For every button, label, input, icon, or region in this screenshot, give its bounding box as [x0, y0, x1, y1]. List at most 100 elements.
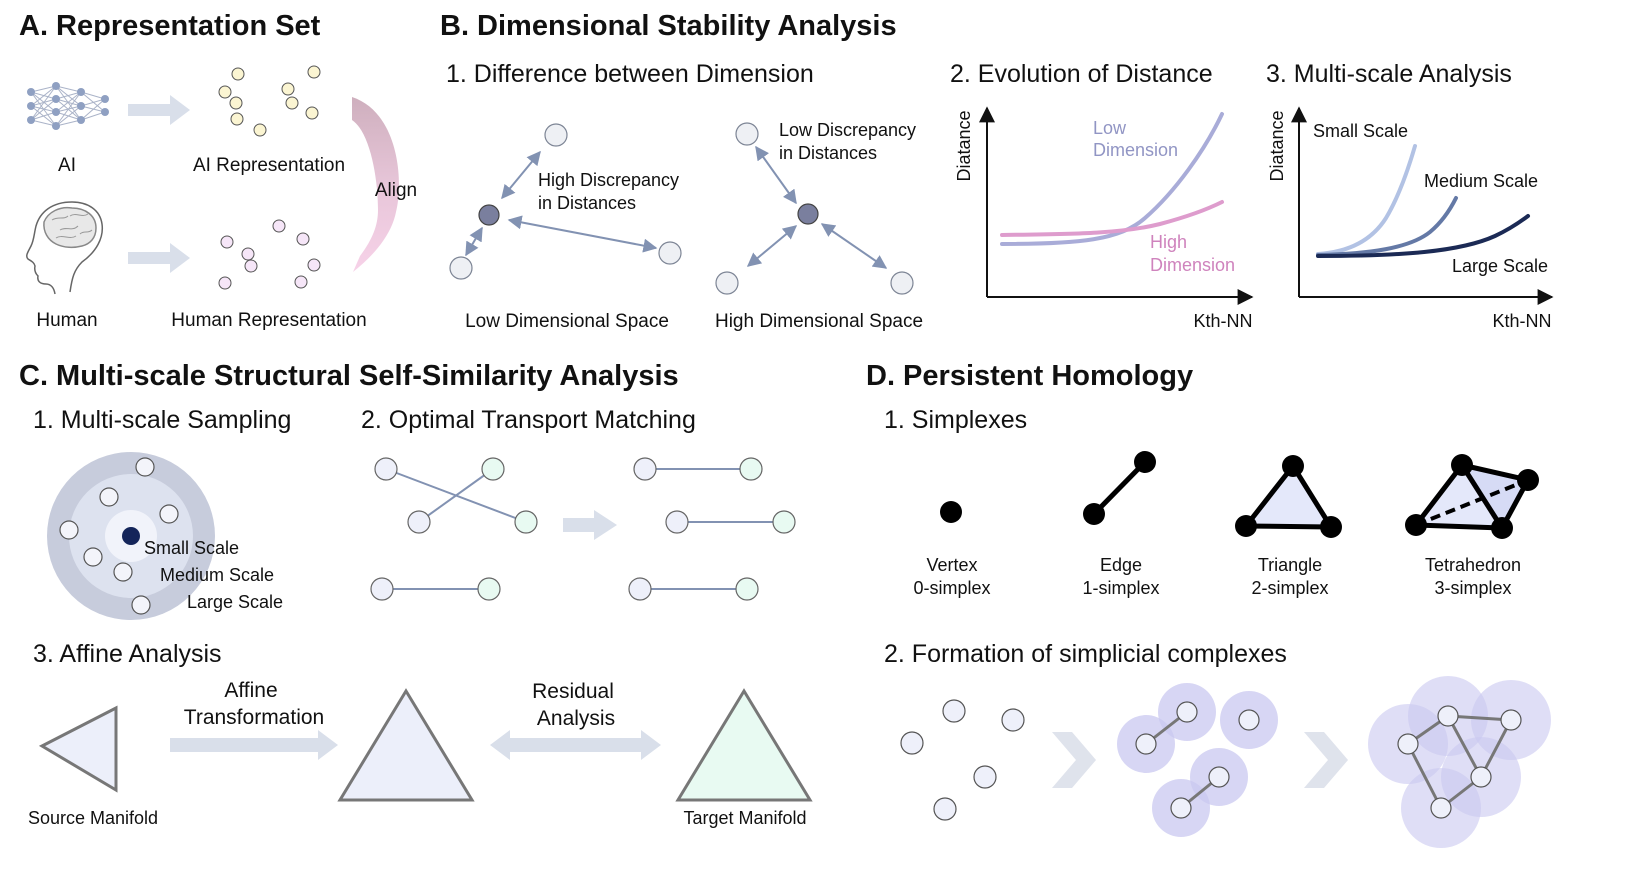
label-tetrahedron: Tetrahedron [1425, 555, 1521, 575]
label-small-scale-b: Small Scale [1313, 121, 1408, 141]
high-dim-space-diagram [715, 122, 914, 295]
nn-node [52, 122, 60, 130]
label-source-manifold: Source Manifold [28, 808, 158, 828]
axis-xlabel-evolution: Kth-NN [1193, 311, 1252, 331]
label-medium-scale-b: Medium Scale [1424, 171, 1538, 191]
optimal-transport-after [640, 468, 784, 590]
sample-point [59, 520, 79, 540]
ai-representation-points [218, 65, 321, 137]
label-ai-representation: AI Representation [193, 155, 345, 176]
ph-point [942, 699, 966, 723]
human-representation-points [218, 219, 321, 290]
axis-xlabel-multiscale: Kth-NN [1492, 311, 1551, 331]
label-small-scale-c: Small Scale [144, 538, 239, 558]
ot-node [739, 457, 763, 481]
d-sub1-title: 1. Simplexes [884, 406, 1028, 434]
ot-node [370, 577, 394, 601]
label-low-discrepancy-1: Low Discrepancy [779, 120, 916, 140]
ph-point [1176, 701, 1198, 723]
label-high-dimension-2: Dimension [1150, 255, 1235, 275]
ph-point [1001, 708, 1025, 732]
ai-point [253, 123, 267, 137]
label-large-scale-c: Large Scale [187, 592, 283, 612]
low-dim-space-diagram [449, 123, 682, 280]
ph-point [900, 731, 924, 755]
human-point [307, 258, 321, 272]
label-high-dim-space: High Dimensional Space [715, 311, 923, 332]
label-low-dim-space: Low Dimensional Space [465, 311, 669, 332]
block-arrow-ai [128, 95, 190, 125]
label-triangle: Triangle [1258, 555, 1322, 575]
axis-ylabel-multiscale: Diatance [1267, 110, 1287, 181]
vertex-simplex [940, 501, 962, 523]
block-arrow-ot [563, 510, 617, 540]
ot-node [514, 510, 538, 534]
ai-point [307, 65, 321, 79]
multi-scale-sampling-diagram [47, 452, 215, 620]
complex-stage-balls-large [1368, 676, 1551, 848]
ot-after-nodes [628, 457, 796, 601]
ph-point [1470, 766, 1492, 788]
ai-point [231, 67, 245, 81]
label-vertex-order: 0-simplex [913, 578, 990, 598]
label-high-dimension-1: High [1150, 232, 1187, 252]
block-arrow-residual [490, 730, 661, 760]
optimal-transport-before [382, 468, 527, 590]
human-point [244, 259, 258, 273]
sample-point [159, 504, 179, 524]
chevron-icon-1 [1052, 732, 1096, 788]
ai-point [285, 96, 299, 110]
sample-point [113, 562, 133, 582]
ph-point [1238, 709, 1260, 731]
label-target-manifold: Target Manifold [683, 808, 806, 828]
label-low-dimension-1: Low [1093, 118, 1127, 138]
ph-point [1170, 797, 1192, 819]
b-sub2-title: 2. Evolution of Distance [950, 60, 1213, 88]
axis-ylabel-evolution: Diatance [954, 110, 974, 181]
human-head-icon [26, 201, 104, 295]
b-sub3-title: 3. Multi-scale Analysis [1266, 60, 1512, 88]
block-arrow-affine [170, 730, 338, 760]
small-scale-curve [1316, 144, 1417, 256]
ot-node [665, 510, 689, 534]
triangle-simplex [1235, 455, 1342, 538]
label-edge: Edge [1100, 555, 1142, 575]
c-sub1-title: 1. Multi-scale Sampling [33, 406, 292, 434]
ai-point [281, 82, 295, 96]
tetrahedron-simplex [1405, 454, 1539, 539]
d-sub2-title: 2. Formation of simplicial complexes [884, 640, 1287, 668]
ot-before-nodes [370, 457, 538, 601]
ot-node [628, 577, 652, 601]
sample-point [99, 487, 119, 507]
ot-node [477, 577, 501, 601]
multi-scale-chart [1291, 106, 1554, 305]
human-point [294, 275, 308, 289]
ph-point [1397, 733, 1419, 755]
nn-node [52, 95, 60, 103]
section-b-title: B. Dimensional Stability Analysis [440, 10, 897, 42]
label-tetrahedron-order: 3-simplex [1434, 578, 1511, 598]
neural-network-icon [27, 82, 109, 130]
large-scale-curve [1316, 214, 1530, 258]
section-d-title: D. Persistent Homology [866, 360, 1194, 392]
label-triangle-order: 2-simplex [1251, 578, 1328, 598]
nn-node [52, 82, 60, 90]
sample-point [135, 457, 155, 477]
complex-stage-balls-small [1117, 683, 1278, 837]
ph-point [1430, 797, 1452, 819]
medium-scale-curve [1316, 196, 1458, 257]
ot-node [735, 577, 759, 601]
ot-node [374, 457, 398, 481]
label-residual-1: Residual [532, 680, 614, 703]
section-a-title: A. Representation Set [19, 10, 321, 42]
ot-node [481, 457, 505, 481]
nn-node [101, 95, 109, 103]
nn-node [27, 88, 35, 96]
human-point [220, 235, 234, 249]
nn-node [77, 88, 85, 96]
source-manifold-triangle [38, 705, 118, 793]
ot-node [633, 457, 657, 481]
complex-stage-points [900, 699, 1025, 821]
nn-node [27, 102, 35, 110]
